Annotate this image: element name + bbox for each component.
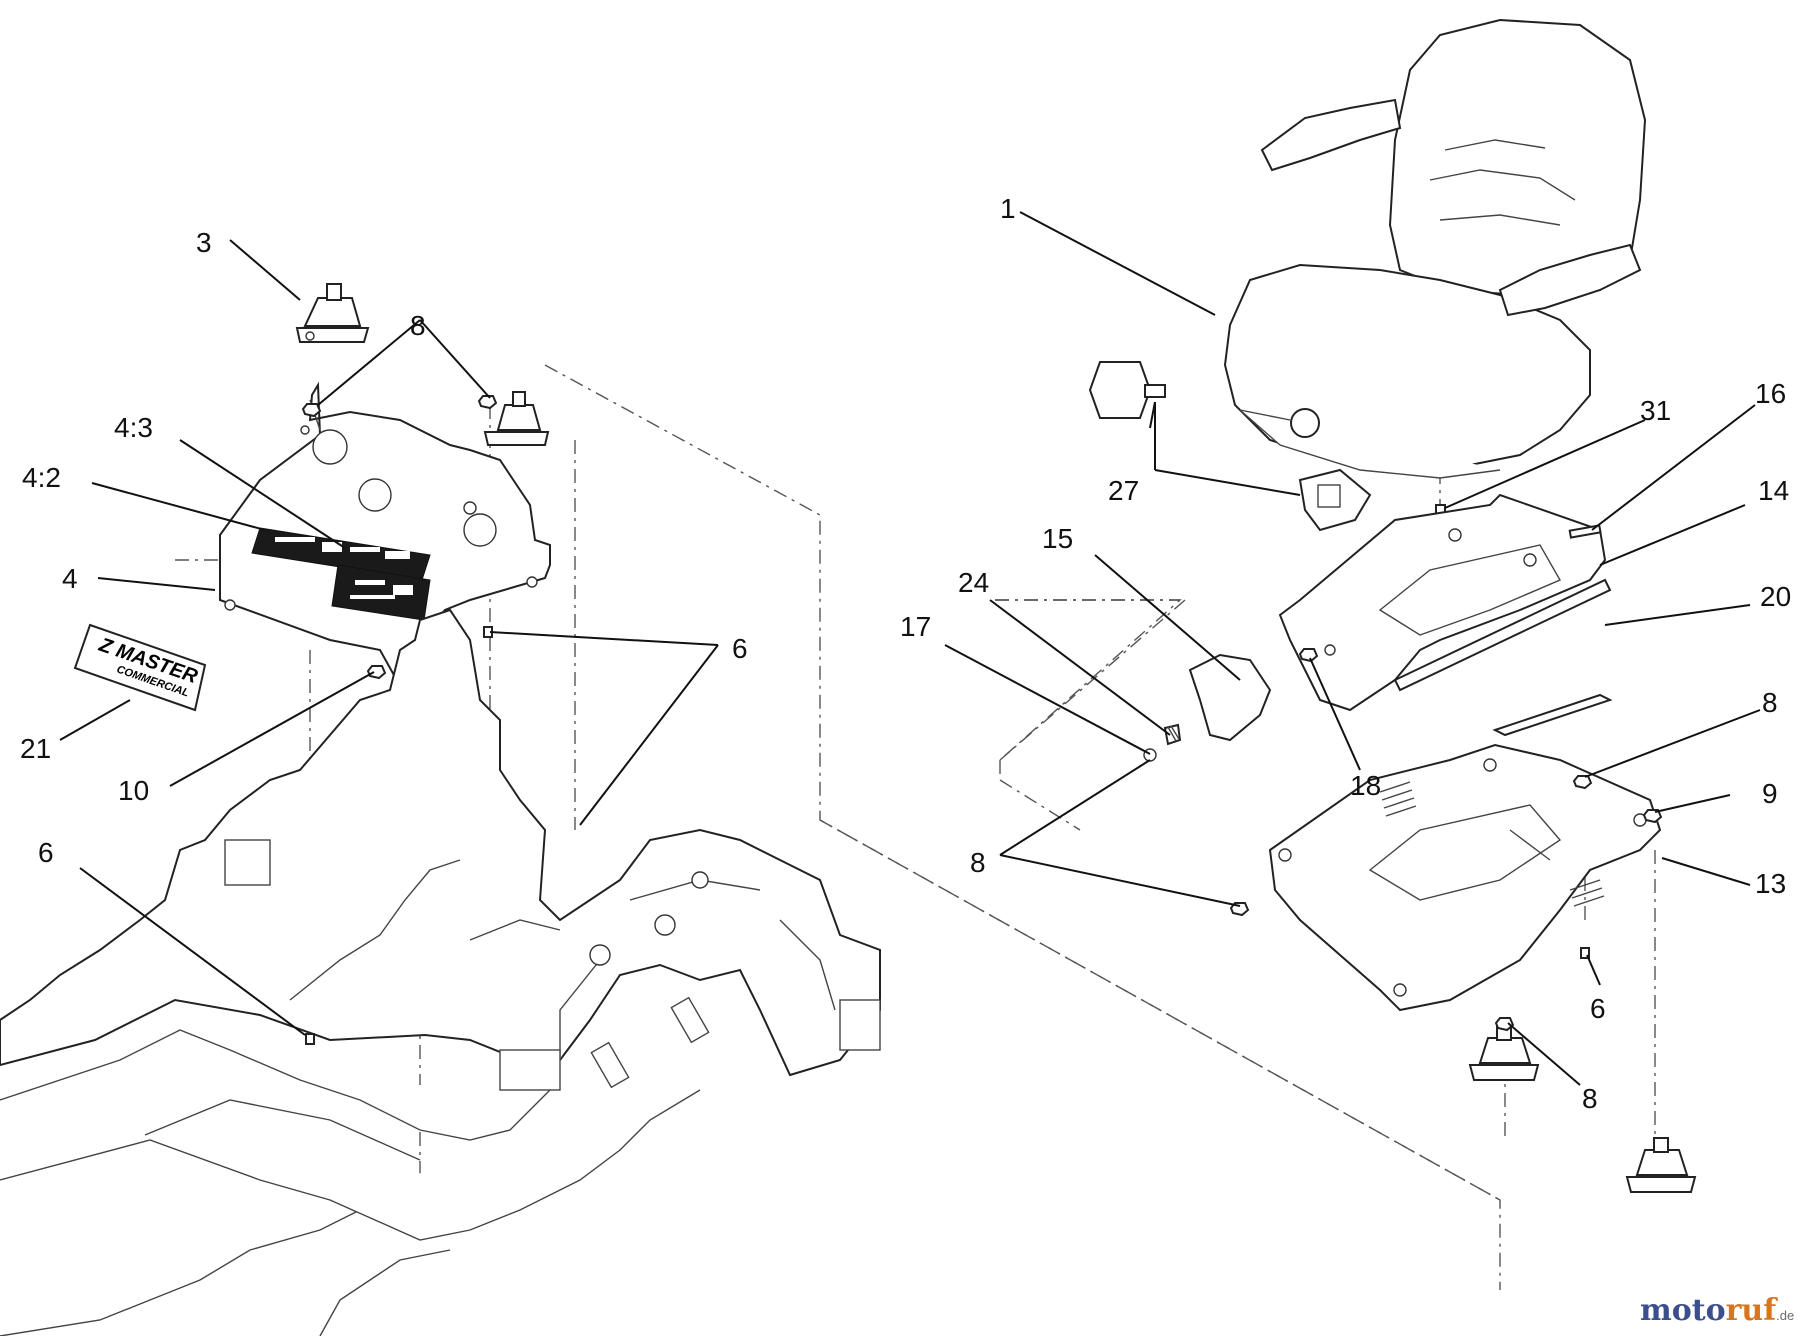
callout-8-left: 8 <box>410 310 426 341</box>
callout-6-left-lower: 6 <box>38 837 54 868</box>
part-4-seat-bracket <box>219 381 551 698</box>
callout-6-left-upper: 6 <box>732 633 748 664</box>
callout-24: 24 <box>958 567 989 598</box>
part-15-24-17 <box>1143 653 1272 762</box>
watermark-logo: motoruf.de <box>1640 1293 1794 1328</box>
callout-8-right-upper: 8 <box>1762 687 1778 718</box>
callout-15: 15 <box>1042 523 1073 554</box>
callout-8-mid: 8 <box>970 847 986 878</box>
decal-21-z-master: Z MASTER COMMERCIAL <box>73 623 207 712</box>
callout-6-right: 6 <box>1590 993 1606 1024</box>
part-13-base-plate <box>1229 743 1663 1012</box>
callout-20: 20 <box>1760 581 1791 612</box>
svg-text:motoruf.de: motoruf.de <box>1640 1293 1794 1328</box>
callout-27: 27 <box>1108 475 1139 506</box>
callout-13: 13 <box>1755 868 1786 899</box>
part-1-seat <box>1223 18 1647 516</box>
callout-4: 4 <box>62 563 78 594</box>
watermark-part2: ruf <box>1726 1293 1779 1328</box>
watermark-suffix: .de <box>1776 1308 1794 1323</box>
part-3-isolator <box>295 283 370 343</box>
callout-1: 1 <box>1000 193 1016 224</box>
isolators-right <box>1468 1017 1697 1193</box>
callout-17: 17 <box>900 611 931 642</box>
callout-4-3: 4:3 <box>114 412 153 443</box>
part-27-seat-switch <box>1088 361 1372 532</box>
watermark-part1: moto <box>1640 1293 1726 1328</box>
callout-14: 14 <box>1758 475 1789 506</box>
mower-frame <box>0 608 881 1336</box>
callout-21: 21 <box>20 733 51 764</box>
callout-9: 9 <box>1762 778 1778 809</box>
callout-16: 16 <box>1755 378 1786 409</box>
callout-4-2: 4:2 <box>22 462 61 493</box>
callout-31: 31 <box>1640 395 1671 426</box>
leader-lines <box>59 211 1761 1086</box>
callout-3: 3 <box>196 227 212 258</box>
callout-18: 18 <box>1350 770 1381 801</box>
callout-10: 10 <box>118 775 149 806</box>
part-14-slide-plate <box>1278 493 1612 712</box>
callout-labels: 3 8 4:3 4:2 4 6 21 10 6 1 31 16 27 14 15… <box>20 193 1791 1114</box>
decal-4-2-and-4-3 <box>251 527 431 621</box>
callout-8-right-lower: 8 <box>1582 1083 1598 1114</box>
